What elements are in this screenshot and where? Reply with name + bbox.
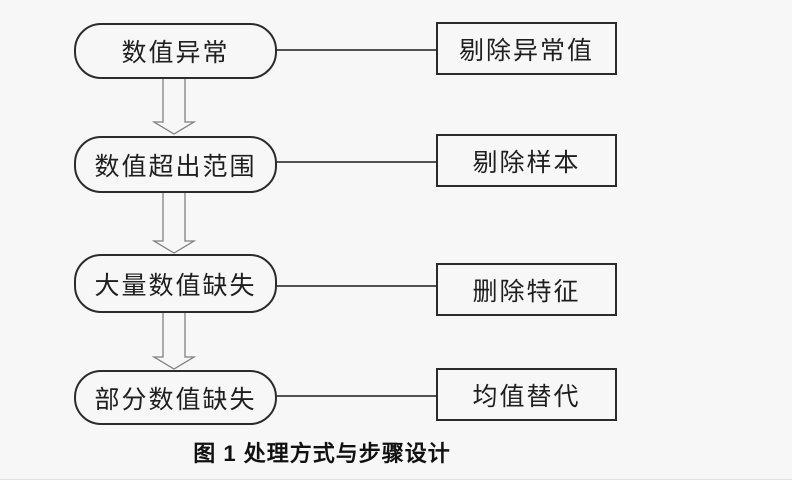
- down-arrow-icon: [151, 193, 197, 254]
- flow-node-label: 数值异常: [121, 40, 230, 67]
- flow-node-action-1: 剔除异常值: [436, 22, 617, 75]
- flow-node-action-3: 删除特征: [436, 263, 617, 316]
- flow-node-condition-2: 数值超出范围: [74, 136, 277, 193]
- flow-node-condition-1: 数值异常: [74, 23, 277, 79]
- figure-caption: 图 1 处理方式与步骤设计: [193, 441, 451, 466]
- flow-node-action-2: 剔除样本: [436, 134, 617, 187]
- flow-node-label: 剔除样本: [472, 149, 581, 177]
- flow-node-action-4: 均值替代: [436, 368, 617, 421]
- down-arrow-icon: [151, 313, 197, 370]
- flow-node-condition-4: 部分数值缺失: [74, 370, 277, 425]
- flow-node-condition-3: 大量数值缺失: [74, 254, 277, 313]
- flow-node-label: 删除特征: [472, 278, 581, 306]
- flow-node-label: 大量数值缺失: [94, 272, 257, 300]
- flow-node-label: 均值替代: [472, 383, 581, 411]
- flow-node-label: 部分数值缺失: [94, 386, 257, 414]
- flow-node-label: 数值超出范围: [94, 153, 257, 181]
- flow-node-label: 剔除异常值: [458, 37, 594, 65]
- down-arrow-icon: [151, 79, 197, 135]
